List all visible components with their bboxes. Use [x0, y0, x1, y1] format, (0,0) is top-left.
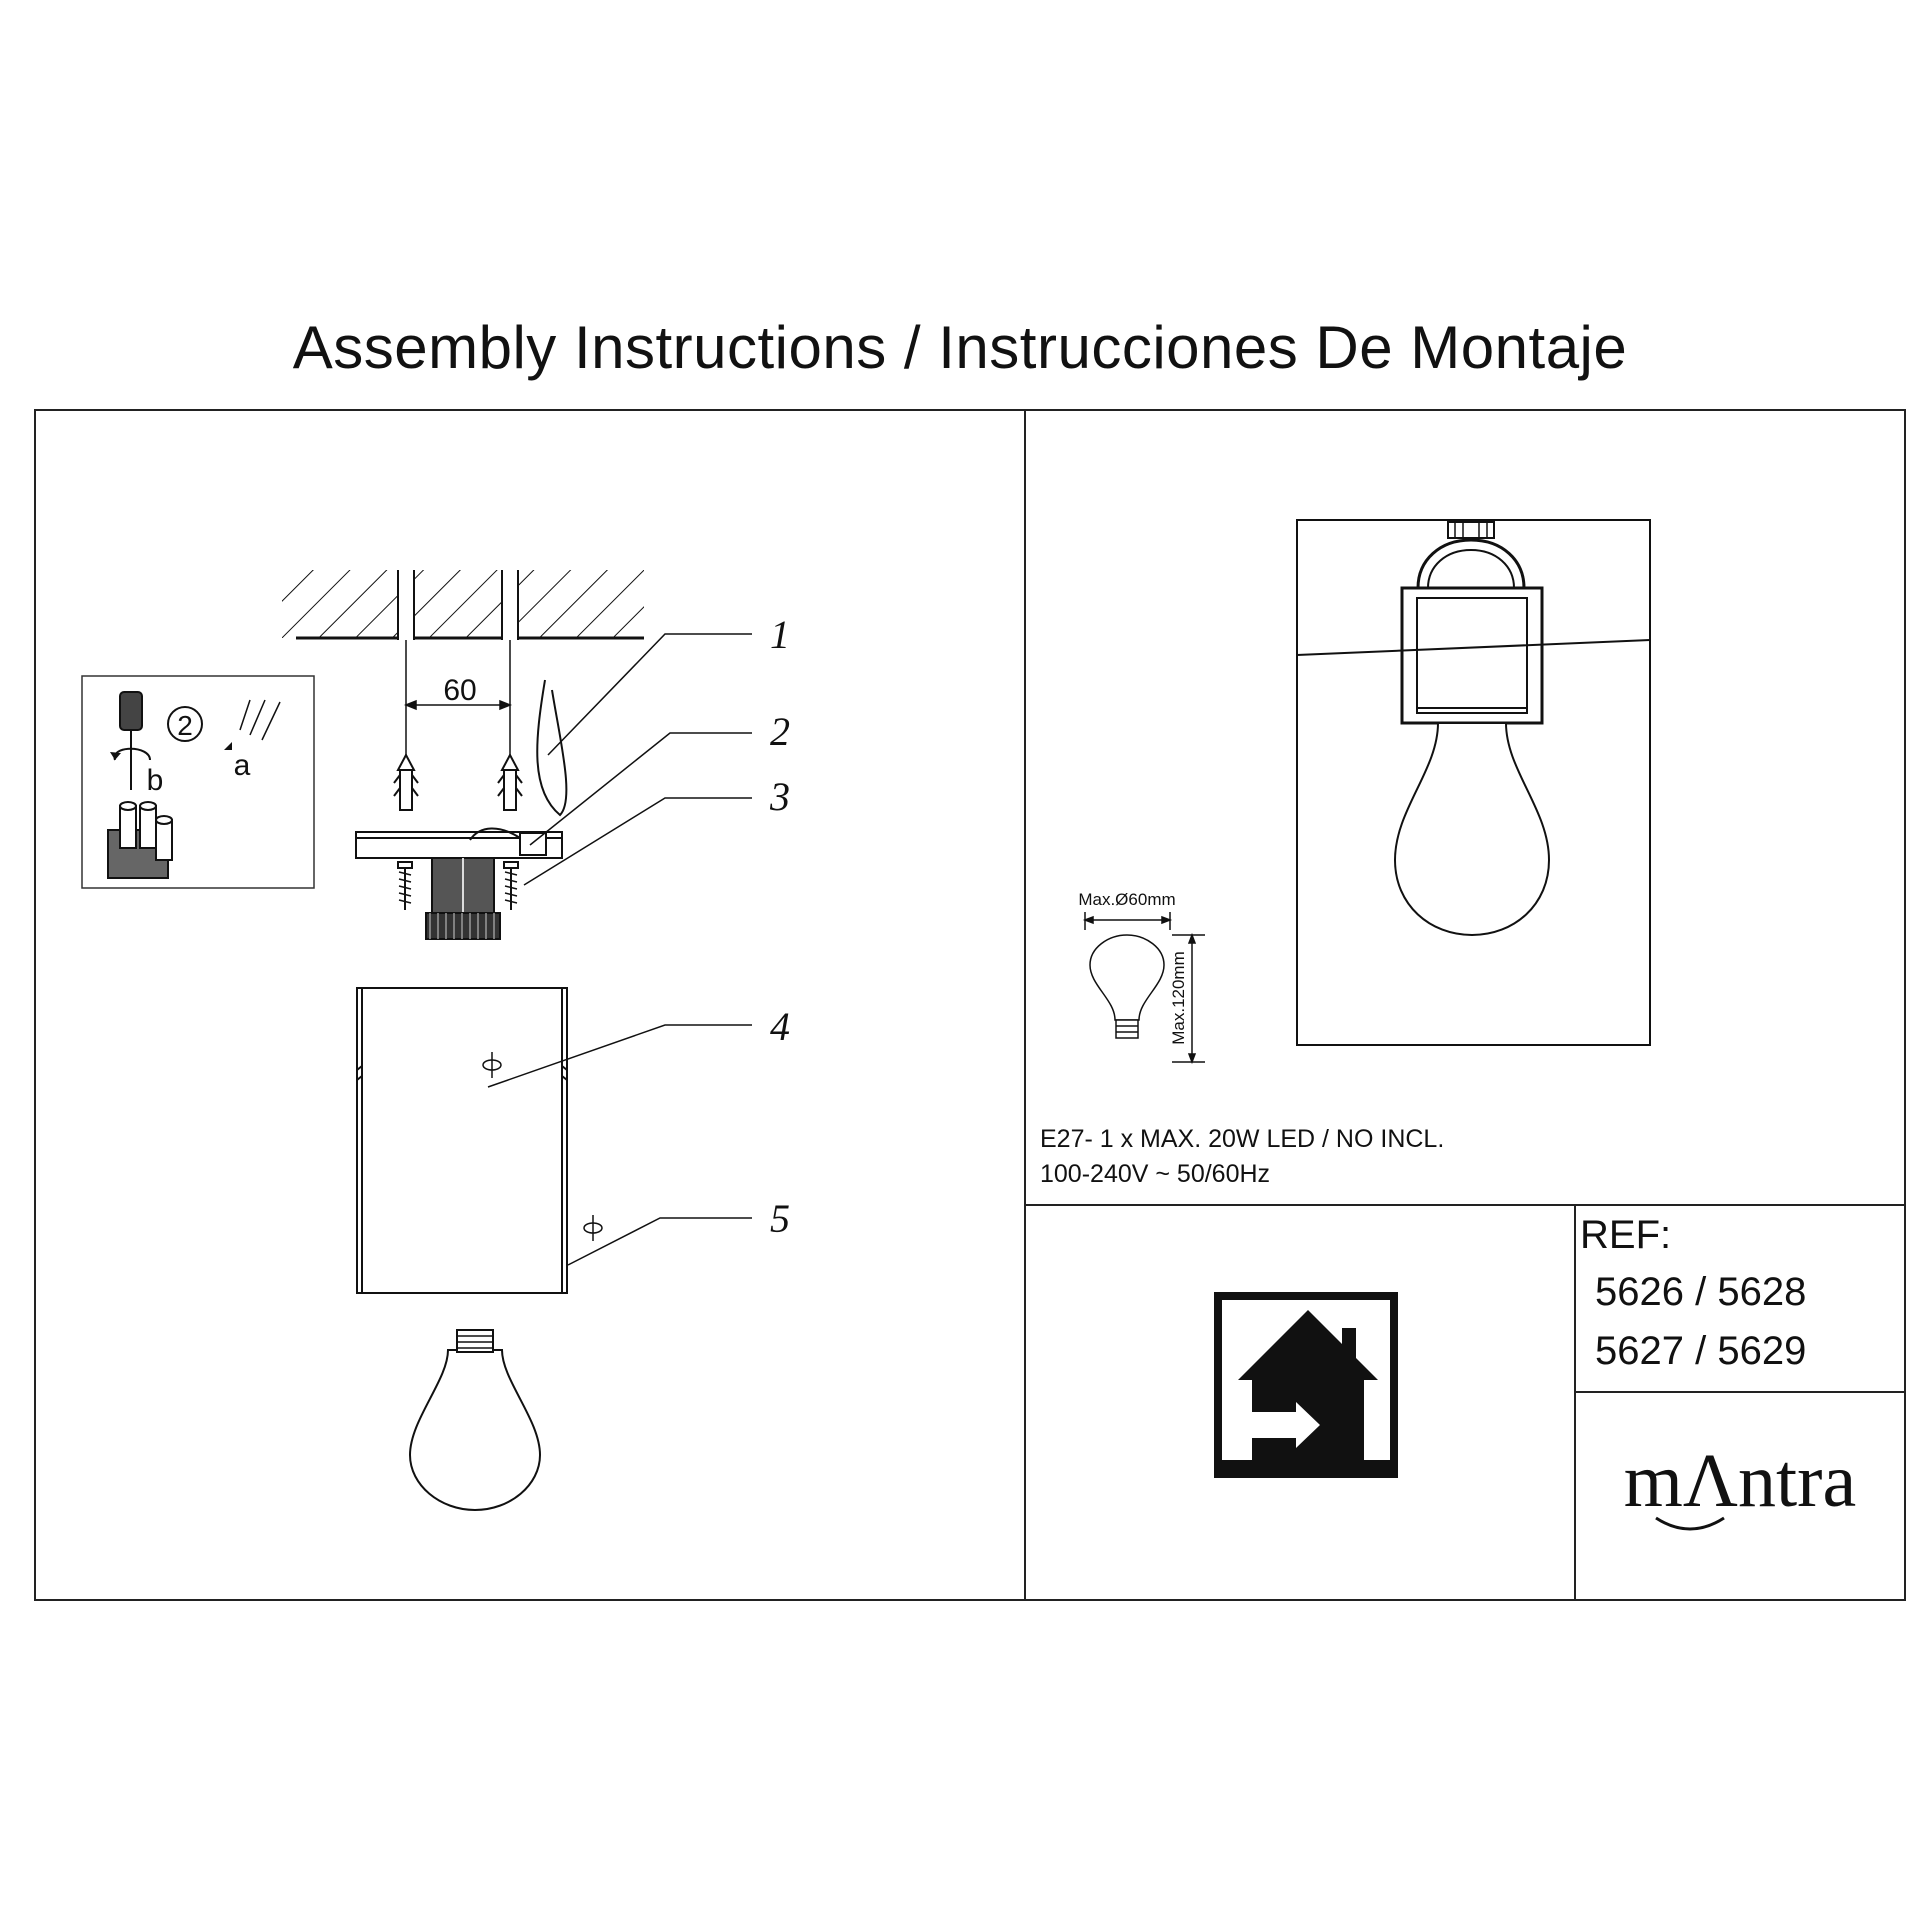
terminal-block-icon — [107, 801, 173, 879]
part-number: 4 — [770, 1004, 790, 1049]
supply-wires — [536, 679, 568, 817]
spec-line-2: 100-240V ~ 50/60Hz — [1040, 1160, 1270, 1188]
rotation-arrow-icon — [113, 747, 151, 761]
leader-lines — [487, 633, 752, 1266]
part-number: 2 — [770, 709, 790, 754]
reference-label: REF: — [1580, 1213, 1671, 1257]
dimension-label: 60 — [443, 674, 476, 707]
reference-line-2: 5627 / 5629 — [1595, 1329, 1806, 1373]
wall-plug-right — [497, 752, 523, 811]
assembled-fixture — [1296, 519, 1651, 1046]
detail-label-b: b — [147, 764, 164, 797]
bulb-dimension-figure — [1082, 912, 1205, 1065]
part-number: 3 — [769, 774, 790, 819]
lamp-holder — [425, 857, 501, 940]
bulb-max-height: Max.120mm — [1169, 951, 1188, 1045]
wire-ends — [239, 699, 281, 741]
page-title: Assembly Instructions / Instrucciones De… — [292, 314, 1628, 381]
bulb-max-diameter: Max.Ø60mm — [1078, 890, 1175, 909]
wall-plug-left — [393, 752, 419, 811]
wiring-detail: 2 b a — [81, 675, 315, 889]
rotate-icon — [482, 1052, 502, 1078]
sheet-frame — [34, 409, 1906, 1601]
screwdriver-icon — [119, 691, 143, 790]
detail-label-a: a — [234, 749, 251, 782]
mounting-dimension — [403, 640, 513, 760]
part-number: 1 — [770, 612, 790, 657]
indoor-use-house-icon — [1214, 1292, 1398, 1478]
part-number: 5 — [770, 1196, 790, 1241]
shade-cylinder — [356, 987, 568, 1294]
spec-line-1: E27- 1 x MAX. 20W LED / NO INCL. — [1040, 1125, 1444, 1153]
light-bulb — [408, 1329, 542, 1512]
brand-logo-smile — [1655, 1516, 1725, 1531]
brand-logo: mΛntra — [1624, 1439, 1856, 1523]
step-number: 2 — [177, 710, 193, 741]
screw-right — [503, 861, 519, 910]
ceiling-hatch — [282, 570, 644, 640]
screw-left — [397, 861, 413, 910]
reference-line-1: 5626 / 5628 — [1595, 1270, 1806, 1314]
step-badge — [167, 706, 203, 742]
rotate-icon — [583, 1215, 603, 1241]
